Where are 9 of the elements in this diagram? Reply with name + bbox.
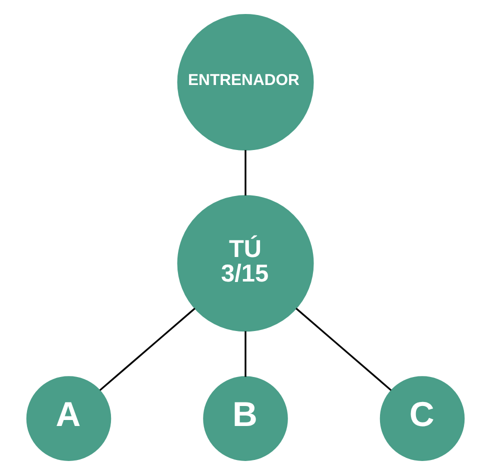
connector — [244, 330, 246, 376]
node-circle: TÚ 3/15 — [176, 194, 314, 332]
connector — [295, 307, 392, 390]
connector — [244, 150, 246, 196]
node-circle: A — [26, 376, 111, 460]
node-circle: ENTRENADOR — [176, 14, 314, 150]
node-circle: B — [202, 376, 288, 460]
connector — [98, 307, 195, 390]
node-circle: C — [379, 376, 464, 460]
